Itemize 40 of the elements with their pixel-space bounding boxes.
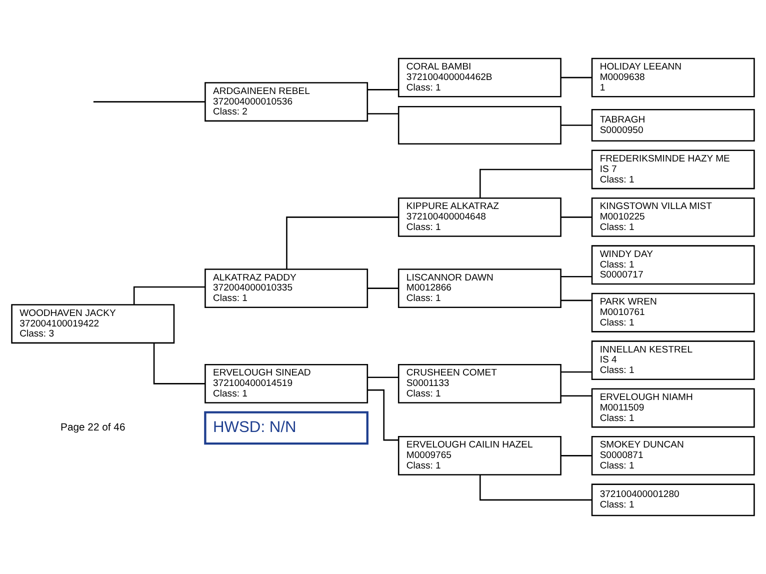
- node-box: PARK WREN M0010761 Class: 1: [591, 292, 755, 332]
- node-box: WOODHAVEN JACKY 372004100019422 Class: 3: [11, 304, 175, 344]
- connector: [367, 288, 398, 289]
- node-box: CRUSHEEN COMET S0001133 Class: 1: [398, 364, 562, 404]
- connector: [560, 300, 592, 302]
- connector: [560, 276, 592, 278]
- connector: [367, 89, 398, 90]
- label: Page 22 of 46: [60, 422, 126, 434]
- connector: [560, 455, 592, 456]
- node-box: LISCANNOR DAWN M0012866 Class: 1: [398, 268, 562, 308]
- connector: [560, 216, 592, 218]
- connector: [479, 168, 592, 198]
- node-box: WINDY DAY Class: 1 S0000717: [591, 245, 755, 285]
- node-box: ERVELOUGH CAILIN HAZEL M0009765 Class: 1: [398, 436, 562, 476]
- node-box: [398, 106, 562, 145]
- connector: [93, 101, 206, 102]
- node-box: KINGSTOWN VILLA MIST M0010225 Class: 1: [591, 197, 755, 237]
- node-box: TABRAGH S0000950: [591, 109, 755, 142]
- node-box: ERVELOUGH SINEAD 372100400014519 Class: 1: [204, 364, 368, 404]
- node-box: ERVELOUGH NIAMH M0011509 Class: 1: [591, 388, 755, 428]
- node-box: HOLIDAY LEEANN M0009638 1: [591, 58, 755, 98]
- connector: [153, 343, 206, 384]
- connector: [133, 286, 206, 305]
- node-box: INNELLAN KESTREL IS 4 Class: 1: [591, 340, 755, 380]
- node-box: HWSD: N/N: [204, 411, 368, 445]
- connector: [479, 474, 592, 501]
- node-box: CORAL BAMBI 372100400004462B Class: 1: [398, 58, 562, 98]
- connector: [560, 395, 592, 396]
- node-box: 372100400001280 Class: 1: [591, 484, 755, 516]
- connector: [367, 376, 398, 378]
- connector: [367, 113, 398, 114]
- connector: [560, 371, 592, 373]
- connector: [560, 76, 592, 78]
- node-box: KIPPURE ALKATRAZ 372100400004648 Class: 1: [398, 197, 562, 237]
- node-box: ALKATRAZ PADDY 372004000010335 Class: 1: [204, 268, 368, 308]
- node-box: FREDERIKSMINDE HAZY ME IS 7 Class: 1: [591, 150, 755, 190]
- connector: [286, 216, 398, 269]
- node-box: SMOKEY DUNCAN S0000871 Class: 1: [591, 436, 755, 476]
- node-box: ARDGAINEEN REBEL 372004000010536 Class: 2: [204, 82, 368, 122]
- connector: [560, 124, 592, 126]
